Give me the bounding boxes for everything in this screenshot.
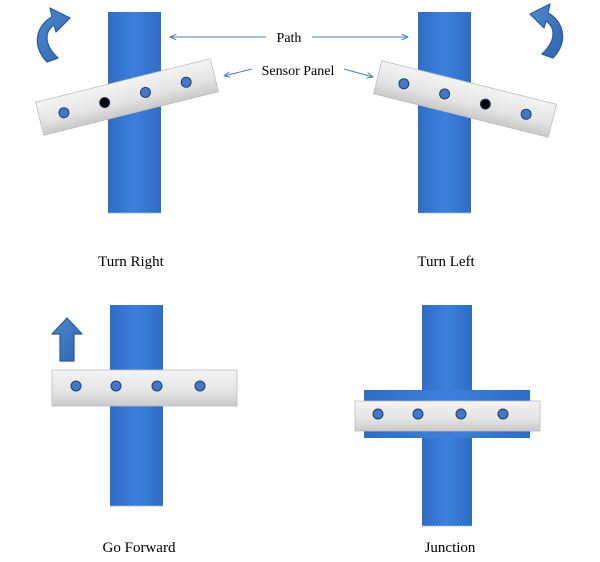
sensor-panel [354,400,541,432]
sensor-panel [51,369,238,407]
up-arrow-icon [51,317,83,362]
sensor-dot [398,78,410,90]
callout-sensor-panel-label: Sensor Panel [262,64,335,79]
callout-sensor-left-line [224,68,253,76]
sensor-dot-active [479,98,491,110]
sensor-dot [412,408,424,420]
sensor-dot [139,86,151,98]
curved-arrow-counterclockwise-icon [529,3,564,59]
curved-arrow-clockwise-icon [36,7,71,63]
sensor-dot [110,380,122,392]
sensor-dot [194,380,206,392]
panel-go-forward: Go Forward [51,305,238,556]
caption-turn-right: Turn Right [98,254,165,270]
sensor-panel [373,60,557,138]
sensor-dot [497,408,509,420]
caption-junction: Junction [425,540,476,556]
sensor-dot-active [99,97,111,109]
sensor-dot [439,88,451,100]
sensor-dot [180,76,192,88]
caption-turn-left: Turn Left [417,254,475,270]
sensor-dot [58,107,70,119]
sensor-dots [58,76,192,119]
sensor-panel [35,58,219,136]
sensor-dot [151,380,163,392]
sensor-dots [70,380,206,392]
sensor-dots [372,408,509,420]
callout-path-label: Path [277,31,302,46]
sensor-dot [455,408,467,420]
callouts: Path Sensor Panel [170,31,408,79]
sensor-dots [398,78,532,120]
sensor-dot [70,380,82,392]
panel-turn-left: Turn Left [373,3,564,270]
panel-junction: Junction [354,305,541,556]
panel-turn-right: Turn Right [35,7,219,270]
sensor-dot [520,108,532,120]
callout-sensor-right-line [343,68,373,77]
sensor-dot [372,408,384,420]
caption-go-forward: Go Forward [103,540,176,556]
